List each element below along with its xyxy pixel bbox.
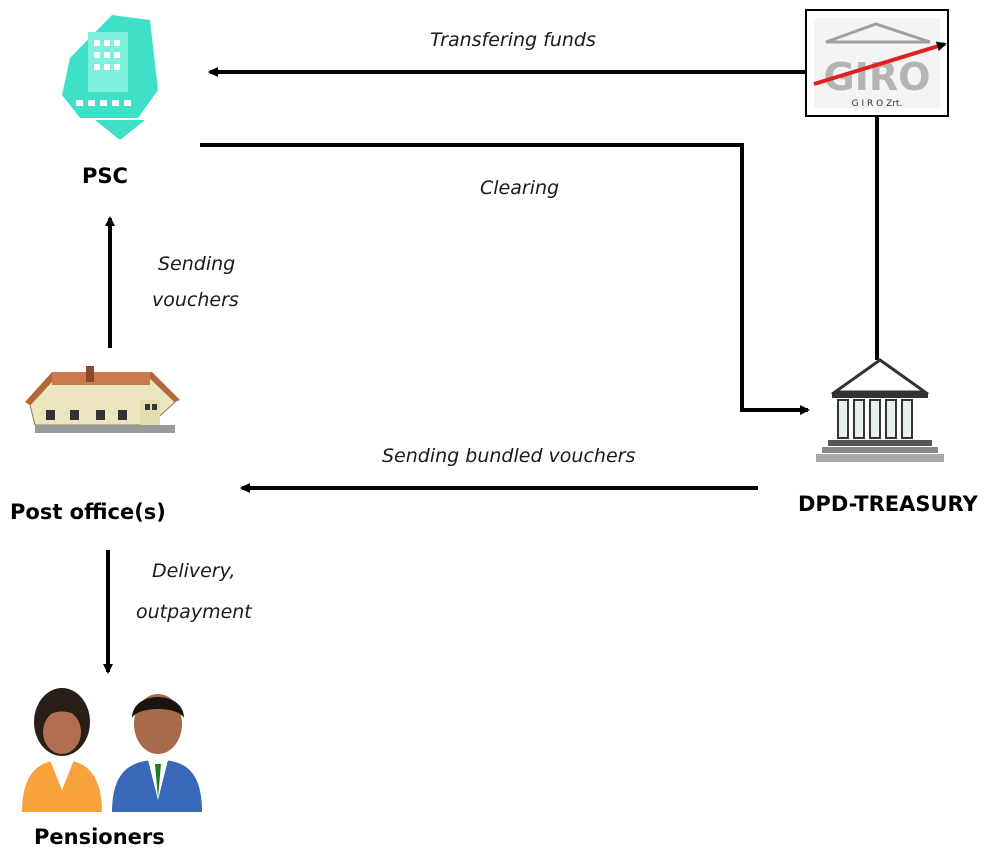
pensioners-label: Pensioners <box>34 825 165 849</box>
label-delivery-line1: Delivery, <box>152 560 236 582</box>
pensioners-icon <box>22 688 202 812</box>
post-office-label: Post office(s) <box>10 500 166 524</box>
label-sending-vouchers-line1: Sending <box>158 253 236 275</box>
psc-building-icon <box>62 15 158 140</box>
treasury-building-icon <box>816 358 944 462</box>
label-sending-bundled-vouchers: Sending bundled vouchers <box>382 445 636 467</box>
label-clearing: Clearing <box>480 177 560 199</box>
giro-logo: GIRO G I R O Zrt. <box>805 9 949 117</box>
arrow-clearing <box>200 143 810 415</box>
label-delivery-line2: outpayment <box>136 601 252 623</box>
post-office-house-icon <box>25 366 180 433</box>
label-sending-vouchers-line2: vouchers <box>152 289 239 311</box>
giro-logo-subtext: G I R O Zrt. <box>852 99 903 109</box>
treasury-label: DPD-TREASURY <box>798 492 978 516</box>
label-transfering-funds: Transfering funds <box>430 29 596 51</box>
psc-label: PSC <box>82 164 128 188</box>
